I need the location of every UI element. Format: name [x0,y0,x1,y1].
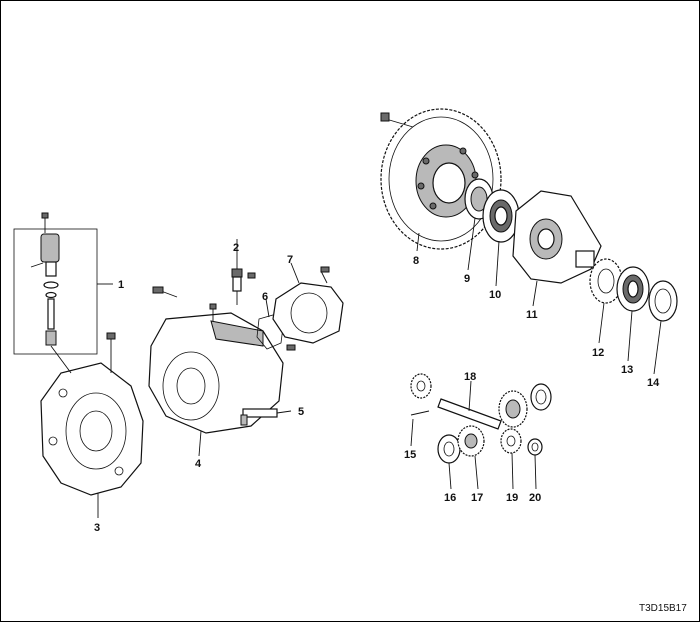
case-cover [256,266,344,351]
callout-19: 19 [506,492,518,504]
callout-1: 1 [118,279,124,291]
callout-15: 15 [404,449,416,461]
pinion-gear-lower [500,428,522,454]
clutch-housing [40,332,144,496]
callout-12: 12 [592,347,604,359]
bearing-13 [616,266,650,312]
differential-case [512,190,602,284]
callout-3: 3 [94,522,100,534]
transmission-case [148,286,284,434]
leader-lines [97,217,662,518]
callout-9: 9 [464,273,470,285]
callout-20: 20 [529,492,541,504]
side-gear-left-washer [437,434,461,464]
callout-2: 2 [233,242,239,254]
callout-11: 11 [526,309,538,321]
speedometer-gear-assembly [13,212,113,355]
side-gear-left [457,425,485,457]
pinion-shaft [437,398,502,430]
callout-10: 10 [489,289,501,301]
side-gear-right [498,390,528,428]
callout-14: 14 [647,377,660,389]
callout-8: 8 [413,255,419,267]
callout-18: 18 [464,371,476,383]
back-up-light-switch [231,253,256,305]
callout-numbers: 1 2 3 4 5 6 7 8 9 10 11 12 13 14 15 16 1… [94,242,660,534]
diagram-code: T3D15B17 [639,603,687,614]
pinion-washer-lower [527,438,543,456]
bearing-10 [482,189,520,243]
callout-13: 13 [621,364,633,376]
shim-14 [648,280,678,322]
callout-6: 6 [262,291,268,303]
callout-16: 16 [444,492,456,504]
final-gear [380,108,502,250]
callout-17: 17 [471,492,483,504]
callout-7: 7 [287,254,293,266]
callout-5: 5 [298,406,304,418]
lock-pin [410,410,430,416]
shift-rod-part [240,408,292,426]
speedometer-drive-gear [589,258,623,304]
side-gear-right-washer [530,383,552,411]
callout-4: 4 [195,458,202,470]
pinion-gear-upper [410,373,432,399]
